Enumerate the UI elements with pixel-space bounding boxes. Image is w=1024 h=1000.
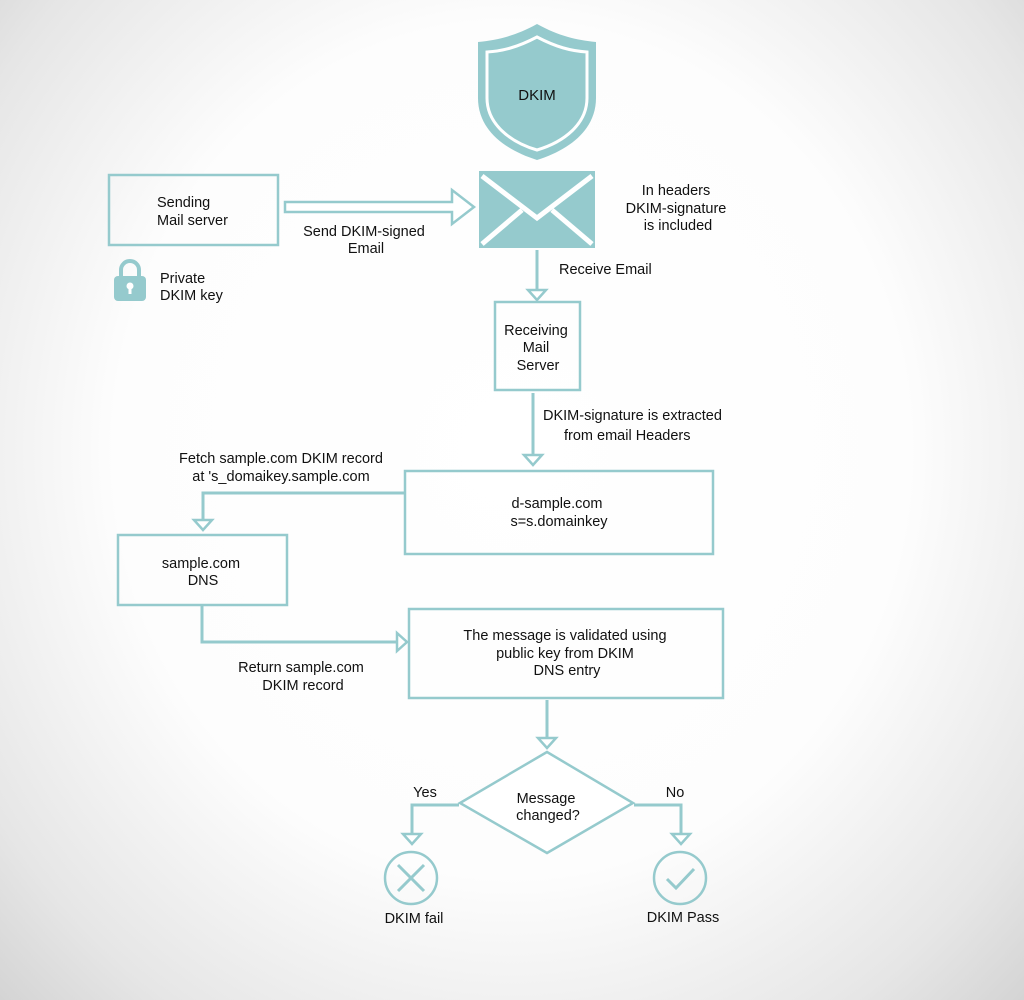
- receiving-server-box: [493, 300, 582, 392]
- extract-arrow: [521, 393, 545, 467]
- decision-line: Message: [517, 791, 576, 807]
- sending-server-line: Sending: [157, 195, 210, 211]
- sending-server-label: Sending Mail server: [157, 195, 228, 229]
- yes-branch-arrow: [400, 803, 459, 846]
- fetch-edge-label: Fetch sample.com DKIM record at 's_domai…: [179, 451, 387, 485]
- signature-box-line: d-sample.com: [511, 496, 602, 512]
- receiving-server-line: Receiving: [504, 323, 568, 339]
- send-edge-label: Send DKIM-signed Email: [303, 224, 429, 257]
- validate-box-line: DNS entry: [534, 663, 602, 679]
- fail-label: DKIM fail: [385, 911, 444, 927]
- sending-server-box: [107, 173, 280, 247]
- signature-box: [403, 469, 715, 556]
- decision-diamond: [457, 750, 636, 855]
- dns-box-line: DNS: [188, 573, 219, 589]
- fetch-edge-line: at 's_domaikey.sample.com: [192, 469, 369, 485]
- shield-icon: [478, 24, 596, 160]
- return-edge-line: Return sample.com: [238, 660, 364, 676]
- extract-edge-label: DKIM-signature is extracted from email H…: [543, 408, 726, 444]
- receiving-server-line: Server: [517, 358, 560, 374]
- signature-box-line: s=s.domainkey: [510, 514, 608, 530]
- decision-arrow: [535, 700, 559, 750]
- send-edge-line: Send DKIM-signed: [303, 224, 425, 240]
- shield-title: DKIM: [518, 87, 556, 104]
- headers-note-line: is included: [644, 218, 713, 234]
- send-edge-line: Email: [348, 241, 384, 257]
- dns-box-line: sample.com: [162, 556, 240, 572]
- receiving-server-label: Receiving Mail Server: [504, 323, 572, 374]
- extract-edge-line: DKIM-signature is extracted: [543, 408, 722, 424]
- validate-box-label: The message is validated using public ke…: [463, 628, 670, 679]
- decision-label: Message changed?: [516, 791, 580, 824]
- send-arrow: [283, 187, 477, 227]
- dns-box-label: sample.com DNS: [162, 556, 244, 589]
- headers-note: In headers DKIM-signature is included: [626, 183, 731, 234]
- no-label: No: [666, 785, 685, 801]
- validate-box: [407, 607, 725, 700]
- pass-label: DKIM Pass: [647, 910, 720, 926]
- check-icon: [652, 850, 708, 906]
- envelope-icon: [479, 171, 595, 248]
- validate-box-line: public key from DKIM: [496, 646, 634, 662]
- signature-box-label: d-sample.com s=s.domainkey: [510, 496, 608, 530]
- private-key-line: DKIM key: [160, 288, 224, 304]
- validate-box-line: The message is validated using: [463, 628, 666, 644]
- fetch-arrow: [191, 491, 404, 532]
- no-branch-arrow: [634, 803, 693, 846]
- headers-note-line: DKIM-signature: [626, 201, 727, 217]
- headers-note-line: In headers: [642, 183, 711, 199]
- private-key-line: Private: [160, 271, 205, 287]
- fetch-edge-line: Fetch sample.com DKIM record: [179, 451, 383, 467]
- return-arrow: [200, 606, 409, 654]
- return-edge-label: Return sample.com DKIM record: [238, 660, 368, 694]
- dns-box: [116, 533, 289, 607]
- receiving-server-line: Mail: [523, 340, 550, 356]
- receive-arrow: [525, 250, 549, 302]
- lock-icon: [114, 259, 146, 301]
- receive-edge-label: Receive Email: [559, 262, 652, 278]
- sending-server-line: Mail server: [157, 213, 228, 229]
- yes-label: Yes: [413, 785, 437, 801]
- return-edge-line: DKIM record: [262, 678, 343, 694]
- decision-line: changed?: [516, 808, 580, 824]
- x-icon: [383, 850, 439, 906]
- private-key-label: Private DKIM key: [160, 271, 224, 304]
- extract-edge-line: from email Headers: [564, 428, 691, 444]
